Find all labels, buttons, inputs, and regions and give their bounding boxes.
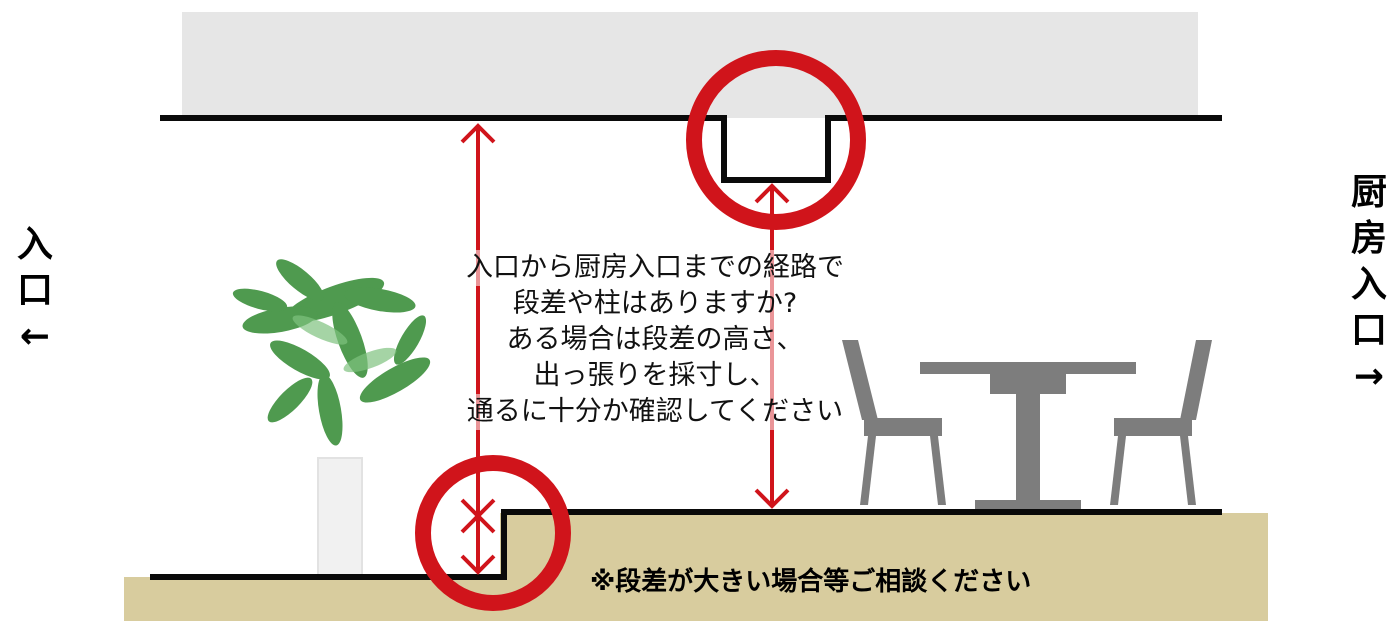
- consultation-note: ※段差が大きい場合等ご相談ください: [590, 567, 1032, 597]
- potted-plant-icon: [232, 259, 431, 579]
- kitchen-entrance-label-char: 房: [1350, 218, 1387, 259]
- ceiling-line: [160, 115, 1222, 183]
- kitchen-entrance-label-char: 入: [1350, 264, 1387, 305]
- instruction-line: 出っ張りを採寸し、: [529, 358, 781, 394]
- beam-highlight-circle: [686, 50, 866, 230]
- floor-line: [150, 509, 1222, 580]
- right-arrow-icon: →: [1353, 356, 1385, 397]
- kitchen-entrance-label-char: 厨: [1350, 172, 1387, 213]
- kitchen-entrance-label: 厨 房 入 口 →: [1346, 170, 1392, 400]
- left-arrow-icon: ←: [19, 316, 51, 357]
- kitchen-entrance-label-char: 口: [1350, 310, 1387, 351]
- step-highlight-circle: [415, 455, 571, 611]
- floor-base: [124, 513, 1268, 621]
- instruction-line: 通るに十分か確認してください: [462, 394, 848, 430]
- instruction-line: ある場合は段差の高さ、: [502, 322, 808, 358]
- entrance-label-char: 入: [16, 224, 53, 265]
- route-check-instructions: 入口から厨房入口までの経路で 段差や柱はありますか? ある場合は段差の高さ、 出…: [400, 250, 910, 430]
- instruction-line: 段差や柱はありますか?: [508, 286, 802, 322]
- ceiling-slab: [182, 12, 1198, 118]
- entrance-label-char: 口: [16, 270, 53, 311]
- instruction-line: 入口から厨房入口までの経路で: [462, 250, 848, 286]
- entrance-label: 入 口 ←: [12, 222, 58, 360]
- table-and-chairs-icon: [842, 340, 1212, 510]
